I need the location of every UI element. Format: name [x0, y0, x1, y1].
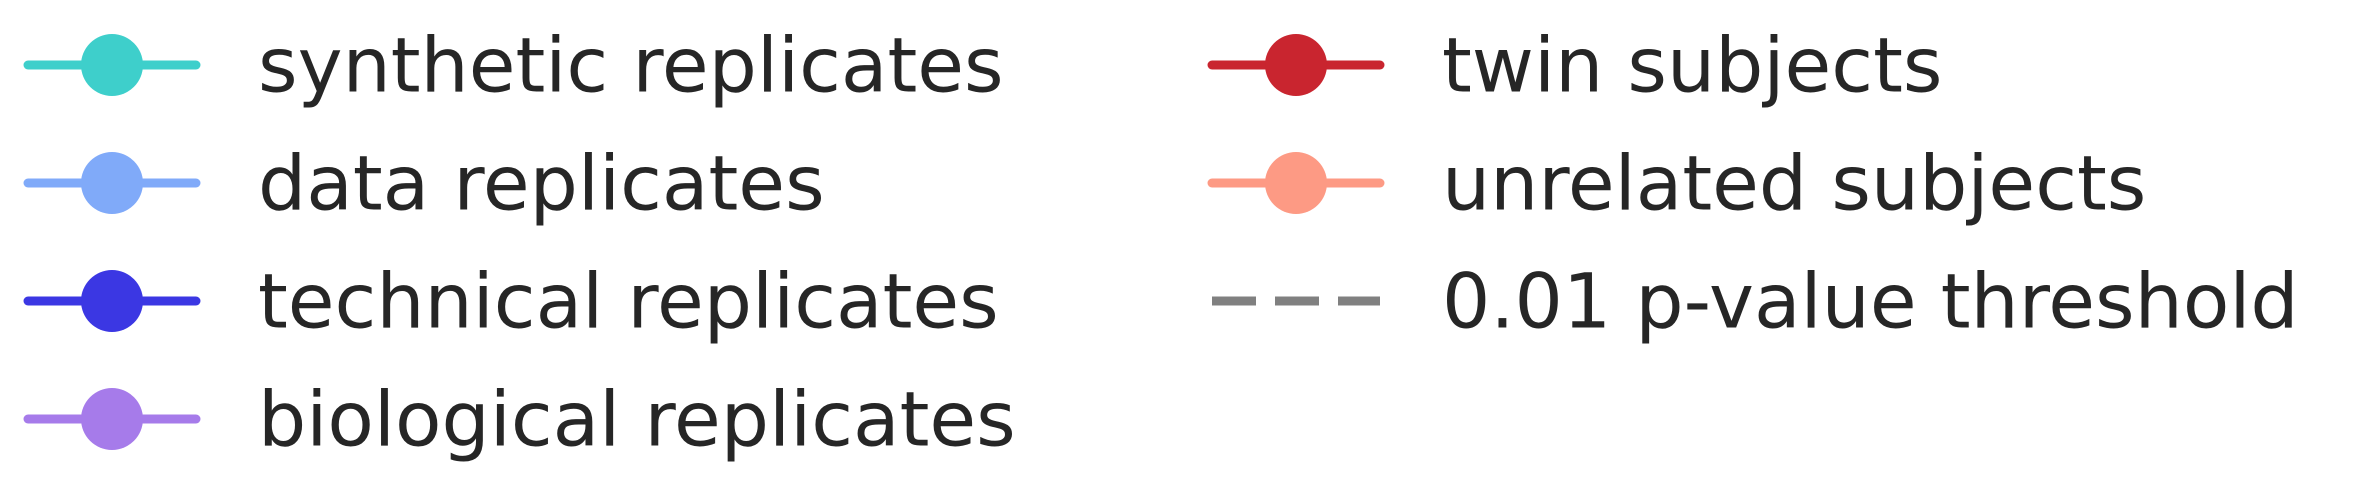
legend-marker-biological-replicates [81, 388, 143, 450]
legend-entry-data-replicates: data replicates [23, 139, 825, 228]
legend-label-synthetic-replicates: synthetic replicates [258, 21, 1004, 110]
legend-marker-unrelated-subjects [1265, 152, 1327, 214]
legend-entry-twin-subjects: twin subjects [1207, 21, 1942, 110]
legend-entry-biological-replicates: biological replicates [23, 375, 1016, 464]
legend-marker-twin-subjects [1265, 34, 1327, 96]
legend-marker-synthetic-replicates [81, 34, 143, 96]
legend-marker-data-replicates [81, 152, 143, 214]
legend-entry-0-01-p-value-threshold: 0.01 p-value threshold [1212, 257, 2299, 346]
legend-marker-technical-replicates [81, 270, 143, 332]
legend-entry-synthetic-replicates: synthetic replicates [23, 21, 1004, 110]
legend-label-biological-replicates: biological replicates [258, 375, 1016, 464]
legend-label-data-replicates: data replicates [258, 139, 825, 228]
legend-entry-unrelated-subjects: unrelated subjects [1207, 139, 2146, 228]
legend-label-technical-replicates: technical replicates [258, 257, 999, 346]
legend-label-0-01-p-value-threshold: 0.01 p-value threshold [1442, 257, 2299, 346]
legend-label-unrelated-subjects: unrelated subjects [1442, 139, 2146, 228]
legend-label-twin-subjects: twin subjects [1442, 21, 1942, 110]
legend-entry-technical-replicates: technical replicates [23, 257, 999, 346]
